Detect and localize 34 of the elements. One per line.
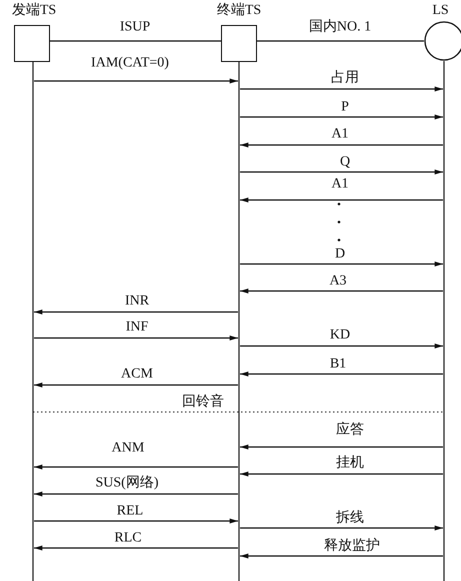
exchange-name: 终端TS (216, 3, 262, 19)
message-label: SUS(网络) (94, 476, 160, 490)
message-arrow (34, 336, 238, 340)
message-arrow (34, 518, 238, 524)
message-arrow (240, 372, 443, 376)
message-arrow (240, 288, 443, 294)
message-label: 挂机 (334, 456, 366, 470)
link-line (257, 40, 424, 42)
exchange-name: 发端TS (12, 3, 56, 19)
message-arrow (240, 444, 443, 450)
message-arrow (240, 526, 443, 530)
message-arrow (34, 546, 238, 550)
message-arrow (34, 310, 238, 314)
message-arrow (34, 464, 238, 470)
message-arrow (240, 344, 443, 348)
message-arrow (240, 114, 443, 120)
link-line (50, 40, 221, 42)
message-arrow (34, 78, 238, 84)
message-label: Q (338, 154, 352, 170)
message-label: IAM(CAT=0) (89, 56, 171, 70)
message-label: 应答 (334, 422, 366, 438)
message-arrow (240, 86, 443, 92)
message-arrow (240, 170, 443, 174)
message-arrow (240, 472, 443, 476)
message-arrow (240, 262, 443, 266)
exchange-name: LS (432, 3, 449, 19)
message-label: 释放监护 (322, 538, 382, 554)
message-arrow (34, 382, 238, 388)
message-arrow (34, 492, 238, 496)
message-label: 拆线 (334, 510, 366, 526)
message-arrow (240, 198, 443, 202)
message-arrow (240, 142, 443, 148)
message-arrow (240, 554, 443, 558)
signal-label: 回铃音 (180, 394, 226, 410)
